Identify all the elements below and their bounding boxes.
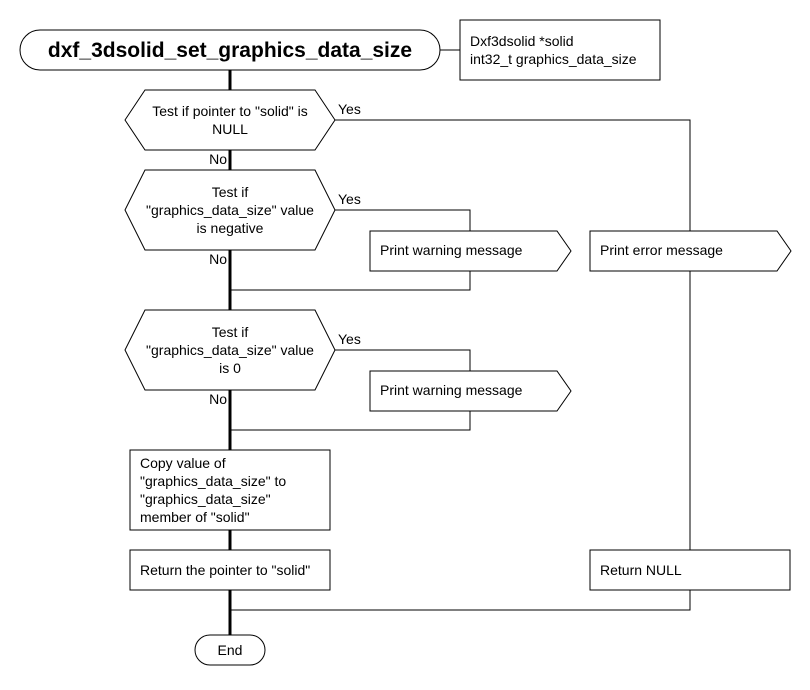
end-text: End bbox=[218, 642, 243, 658]
yes-null-connector bbox=[335, 119, 691, 231]
print-warning-negative-text: Print warning message bbox=[380, 242, 523, 258]
decision-zero: Test if "graphics_data_size" value is 0 bbox=[124, 309, 336, 391]
warning-zero-merge-connector bbox=[230, 411, 471, 431]
yes-label-null: Yes bbox=[338, 101, 361, 117]
return-pointer-text: Return the pointer to "solid" bbox=[140, 562, 310, 578]
print-warning-negative: Print warning message bbox=[369, 230, 572, 272]
no-label-negative: No bbox=[209, 251, 227, 267]
copy-value-line-3: "graphics_data_size" bbox=[140, 491, 271, 507]
decision-zero-line-2: "graphics_data_size" value bbox=[146, 342, 314, 358]
decision-null-line-1: Test if pointer to "solid" is bbox=[152, 103, 307, 119]
parameters-box: Dxf3dsolid *solid int32_t graphics_data_… bbox=[459, 19, 661, 81]
decision-zero-line-1: Test if bbox=[212, 324, 249, 340]
print-warning-zero-text: Print warning message bbox=[380, 382, 523, 398]
copy-value-line-4: member of "solid" bbox=[140, 509, 250, 525]
decision-zero-line-3: is 0 bbox=[219, 360, 241, 376]
return-pointer-process: Return the pointer to "solid" bbox=[129, 549, 331, 591]
copy-value-process: Copy value of "graphics_data_size" to "g… bbox=[129, 449, 331, 531]
decision-negative-line-1: Test if bbox=[212, 184, 249, 200]
function-title-terminator: dxf_3dsolid_set_graphics_data_size bbox=[19, 29, 441, 71]
decision-solid-null: Test if pointer to "solid" is NULL bbox=[124, 89, 336, 151]
return-null-process: Return NULL bbox=[589, 549, 791, 591]
yes-negative-connector bbox=[335, 209, 471, 231]
return-null-text: Return NULL bbox=[600, 562, 682, 578]
yes-label-negative: Yes bbox=[338, 191, 361, 207]
no-label-null: No bbox=[209, 151, 227, 167]
copy-value-line-1: Copy value of bbox=[140, 455, 226, 471]
print-warning-zero: Print warning message bbox=[369, 370, 572, 412]
copy-value-line-2: "graphics_data_size" to bbox=[140, 473, 286, 489]
decision-negative-line-3: is negative bbox=[197, 220, 264, 236]
yes-zero-connector bbox=[335, 349, 471, 371]
yes-label-zero: Yes bbox=[338, 331, 361, 347]
decision-null-line-2: NULL bbox=[212, 121, 248, 137]
end-terminator: End bbox=[194, 634, 266, 666]
decision-negative-line-2: "graphics_data_size" value bbox=[146, 202, 314, 218]
no-label-zero: No bbox=[209, 391, 227, 407]
function-title: dxf_3dsolid_set_graphics_data_size bbox=[48, 39, 412, 62]
print-error-message-text: Print error message bbox=[600, 242, 723, 258]
param-graphics-data-size: int32_t graphics_data_size bbox=[470, 51, 637, 67]
param-solid: Dxf3dsolid *solid bbox=[470, 33, 574, 49]
print-error-message: Print error message bbox=[589, 230, 792, 272]
warning-negative-merge-connector bbox=[230, 271, 471, 291]
return-null-merge-connector bbox=[230, 590, 691, 611]
decision-negative: Test if "graphics_data_size" value is ne… bbox=[124, 169, 336, 251]
